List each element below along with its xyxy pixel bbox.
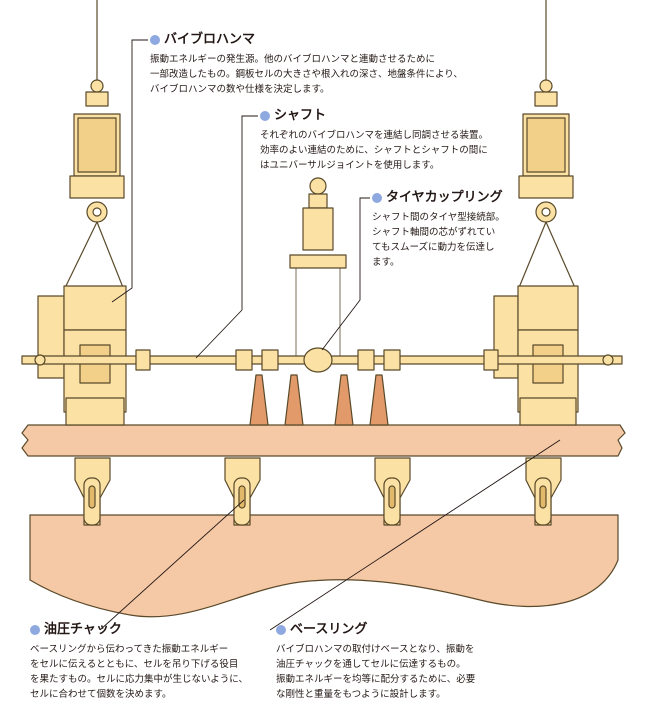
tire-coupling-body: シャフト間のタイヤ型接続部。 シャフト軸間の芯がずれてい てもスムーズに動力を伝… — [372, 212, 505, 268]
leader-tire-coupling — [321, 197, 370, 351]
vibro-hammer-title: バイブロハンマ — [164, 32, 256, 47]
callout-hydraulic-chuck: 油圧チャック ベースリングから伝わってきた振動エネルギー をセルに伝えるとともに… — [30, 622, 280, 702]
cell-guide-3 — [334, 374, 354, 426]
leader-hydraulic-chuck — [99, 499, 245, 631]
hydraulic-chuck-4 — [525, 457, 562, 526]
callout-shaft: シャフト それぞれのバイブロハンマを連結し同調させる装置。 効率のよい連結のため… — [260, 108, 530, 173]
bullet-icon — [30, 625, 40, 635]
vibro-hammer-left — [37, 0, 127, 426]
bullet-icon — [260, 111, 270, 121]
shaft-title: シャフト — [274, 108, 327, 123]
vibro-hammer-body: 振動エネルギーの発生源。他のバイブロハンマと連動させるために 一部改造したもの。… — [150, 54, 463, 95]
cell-guide-1 — [249, 374, 269, 426]
callout-tire-coupling: タイヤカップリング シャフト間のタイヤ型接続部。 シャフト軸間の芯がずれてい て… — [372, 190, 522, 270]
leader-base-ring — [269, 439, 561, 631]
callout-base-ring: ベースリング バイブロハンマの取付けベースとなり、振動を 油圧チャックを通してセ… — [276, 622, 536, 702]
shaft-assembly — [21, 347, 623, 373]
steel-cell-body — [29, 514, 619, 618]
leader-vibro-hammer — [111, 39, 148, 303]
center-hoist — [289, 177, 347, 356]
bullet-icon — [276, 625, 286, 635]
cell-guide-4 — [369, 374, 389, 426]
hydraulic-chuck-1 — [74, 457, 111, 526]
shaft-body: それぞれのバイブロハンマを連結し同調させる装置。 効率のよい連結のために、シャフ… — [260, 130, 489, 171]
callout-vibro-hammer: バイブロハンマ 振動エネルギーの発生源。他のバイブロハンマと連動させるために 一… — [150, 32, 490, 97]
leader-shaft — [195, 115, 258, 359]
cell-guide-2 — [284, 374, 304, 426]
base-ring-title: ベースリング — [290, 622, 368, 637]
hydraulic-chuck-body: ベースリングから伝わってきた振動エネルギー をセルに伝えるとともに、セルを吊り下… — [30, 644, 249, 700]
base-ring-beam — [21, 424, 626, 457]
bullet-icon — [372, 193, 382, 203]
hydraulic-chuck-3 — [374, 457, 411, 526]
bullet-icon — [150, 35, 160, 45]
base-ring-body: バイブロハンマの取付けベースとなり、振動を 油圧チャックを通してセルに伝達するも… — [276, 644, 476, 700]
tire-coupling-title: タイヤカップリング — [386, 190, 503, 205]
hydraulic-chuck-title: 油圧チャック — [44, 622, 122, 637]
